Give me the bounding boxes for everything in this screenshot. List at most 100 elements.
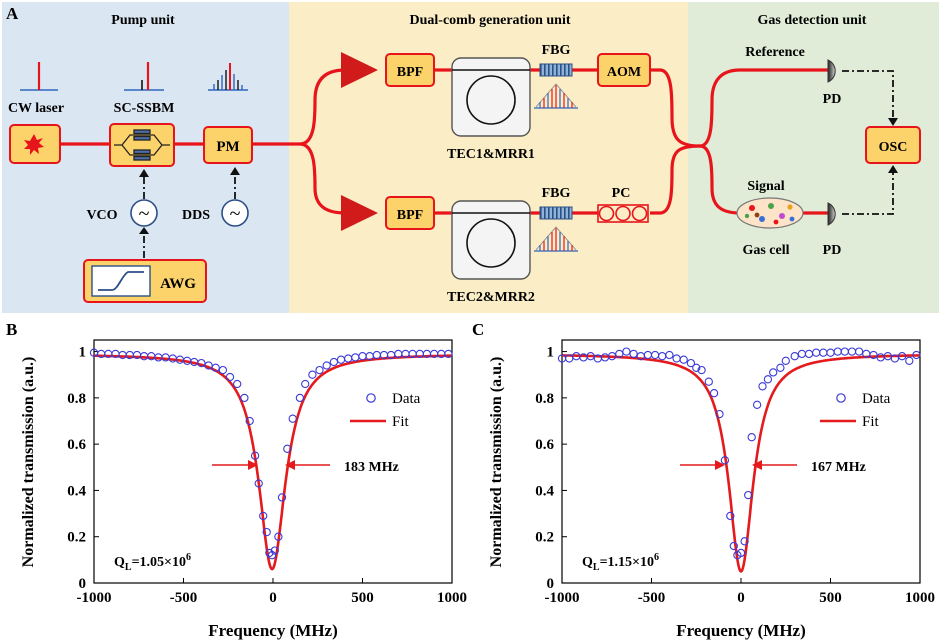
data-point xyxy=(763,375,773,384)
x-tick-label: -1000 xyxy=(77,590,112,606)
data-point xyxy=(890,354,900,363)
data-point xyxy=(233,379,242,389)
photodetector-icon-top xyxy=(827,59,836,83)
data-point xyxy=(720,456,730,465)
fbg-spectrum-icon-top xyxy=(534,83,578,109)
legend-c: Data Fit xyxy=(820,391,891,430)
data-point xyxy=(883,352,892,361)
pm-box xyxy=(203,126,253,164)
data-point xyxy=(622,347,631,356)
data-point xyxy=(240,393,249,403)
dds-source-icon xyxy=(221,199,249,227)
plot-frame-c xyxy=(561,339,921,584)
data-point xyxy=(254,479,263,488)
data-point xyxy=(197,358,206,368)
data-point xyxy=(329,357,339,367)
pd-label-bottom: PD xyxy=(823,243,842,258)
y-axis-label-b: Normalized transmission (a.u.) xyxy=(20,357,37,568)
y-tick-label: 0.8 xyxy=(535,391,554,407)
panel-a-label: A xyxy=(6,4,19,23)
y-tick-label: 0.4 xyxy=(67,483,86,499)
data-point xyxy=(704,377,713,386)
q-factor-b: QL=1.05×106 xyxy=(114,552,191,573)
data-point xyxy=(912,350,921,360)
arrowhead xyxy=(139,169,149,177)
detector-signal-lines xyxy=(842,70,894,215)
awg-screen xyxy=(91,265,151,297)
data-point xyxy=(267,551,277,560)
arrowhead xyxy=(139,227,149,234)
x-tick-label: 500 xyxy=(819,590,842,606)
data-point xyxy=(270,546,279,555)
data-point xyxy=(758,382,767,391)
osc-label: OSC xyxy=(879,140,908,155)
data-point xyxy=(686,358,696,368)
gas-cell-icon xyxy=(736,197,804,229)
x-tick-label: -1000 xyxy=(545,590,580,606)
microring-icon-1 xyxy=(466,75,516,125)
legend-data-label-b: Data xyxy=(392,391,421,407)
y-tick-label: 0.2 xyxy=(67,530,86,546)
data-point xyxy=(322,361,331,370)
y-tick-label: 1 xyxy=(79,345,87,361)
polarization-controller-icon xyxy=(597,204,649,223)
aom-box xyxy=(597,53,651,87)
data-point xyxy=(744,490,753,500)
spectrum-two-line-icon xyxy=(124,62,164,91)
data-point xyxy=(729,541,738,551)
data-point xyxy=(211,363,220,372)
x-tick-label: 0 xyxy=(269,590,277,606)
y-tick-label: 1 xyxy=(547,345,555,361)
data-point xyxy=(697,365,706,375)
data-point xyxy=(301,379,310,389)
y-tick-label: 0 xyxy=(79,576,87,592)
fbg-grating-icon-top xyxy=(539,63,573,77)
gas-molecules xyxy=(744,203,795,225)
plot-frame-b xyxy=(93,339,453,584)
data-point xyxy=(629,349,638,359)
data-point xyxy=(679,355,688,364)
data-point xyxy=(315,365,324,375)
pd-label-top: PD xyxy=(823,92,842,107)
reference-label: Reference xyxy=(745,45,805,60)
fit-curve-b xyxy=(94,354,452,571)
vco-tilde: ~ xyxy=(139,203,150,225)
data-point xyxy=(615,349,624,359)
data-point xyxy=(752,400,762,409)
tec1-label: TEC1&MRR1 xyxy=(447,147,535,162)
data-point xyxy=(869,350,878,360)
x-tick-label: 0 xyxy=(737,590,745,606)
data-point xyxy=(283,444,292,453)
arrowhead xyxy=(888,165,898,173)
y-axis-label-c: Normalized transmission (a.u.) xyxy=(488,357,505,568)
data-point xyxy=(747,433,756,442)
data-point xyxy=(262,527,271,537)
signal-label: Signal xyxy=(747,179,784,194)
data-point xyxy=(444,349,453,359)
cw-laser-label: CW laser xyxy=(8,101,64,116)
ramp-waveform-icon xyxy=(98,271,144,291)
pm-label: PM xyxy=(216,139,239,155)
data-point xyxy=(736,548,746,558)
fwhm-label-b: 183 MHz xyxy=(344,460,399,475)
panel-c-label: C xyxy=(472,320,484,339)
microring-icon-2 xyxy=(466,218,516,268)
fwhm-annotation-c: 167 MHz xyxy=(680,460,866,475)
bpf-box-top xyxy=(385,53,435,87)
legend-b: Data Fit xyxy=(350,391,421,430)
x-axis-label-b: Frequency (MHz) xyxy=(208,621,338,640)
q-factor-c: QL=1.15×106 xyxy=(582,552,659,573)
dds-tilde: ~ xyxy=(230,203,241,225)
data-point xyxy=(204,361,213,370)
gas-detection-unit-title: Gas detection unit xyxy=(758,13,867,28)
data-point xyxy=(692,363,701,372)
amplifier-icon-top xyxy=(341,52,378,88)
data-point xyxy=(897,352,907,361)
data-point xyxy=(565,354,574,363)
y-tick-label: 0.6 xyxy=(535,437,554,453)
spectrum-single-line-icon xyxy=(20,62,58,91)
arrowhead xyxy=(888,118,898,126)
laser-star-icon xyxy=(24,134,44,155)
